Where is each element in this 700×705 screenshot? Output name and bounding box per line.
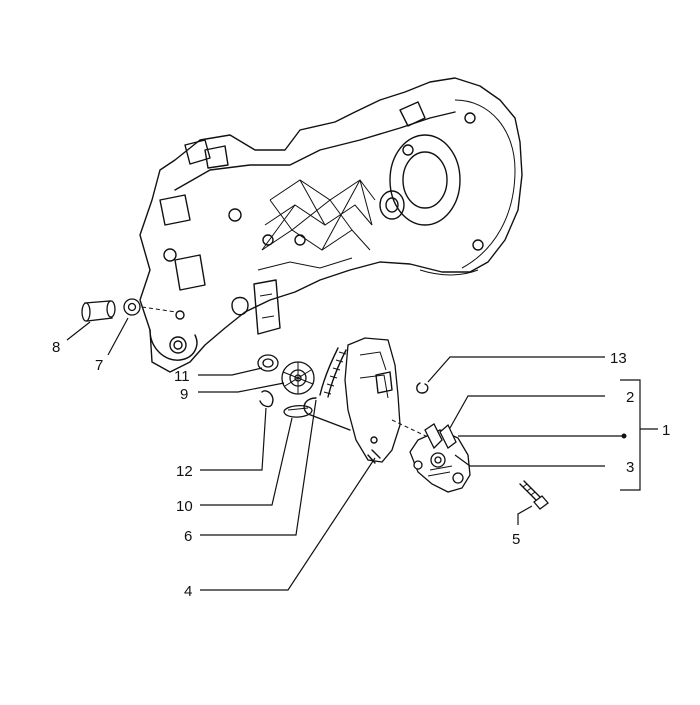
callout-8: 8 [52, 339, 60, 356]
part-6-chain [303, 347, 351, 431]
callout-1: 1 [662, 422, 670, 439]
callout-12: 12 [176, 463, 193, 480]
part-13-clip [416, 382, 429, 394]
callout-10: 10 [176, 498, 193, 515]
callout-13: 13 [610, 350, 627, 367]
callout-2: 2 [626, 389, 634, 406]
part-4-cover [344, 337, 431, 464]
part-11-splined-sleeve [257, 354, 279, 372]
part-7-bushing [123, 298, 177, 316]
callout-4: 4 [184, 583, 192, 600]
part-9-gear [281, 361, 315, 395]
oil-pump-assembly [409, 423, 471, 493]
callout-5: 5 [512, 531, 520, 548]
leader-lines [66, 317, 658, 591]
callout-9: 9 [180, 386, 188, 403]
part-10-driven-gear [283, 405, 313, 418]
callout-labels: 8 7 11 9 12 10 6 4 13 2 1 3 5 [52, 339, 670, 600]
part-5-screw [519, 480, 549, 510]
callout-6: 6 [184, 528, 192, 545]
callout-3: 3 [626, 459, 634, 476]
callout-dot [621, 433, 627, 439]
part-8-pin [81, 300, 116, 322]
callout-11: 11 [174, 368, 190, 385]
crankcase-housing [139, 77, 523, 373]
callout-7: 7 [95, 357, 103, 374]
part-12-seal [259, 390, 274, 408]
